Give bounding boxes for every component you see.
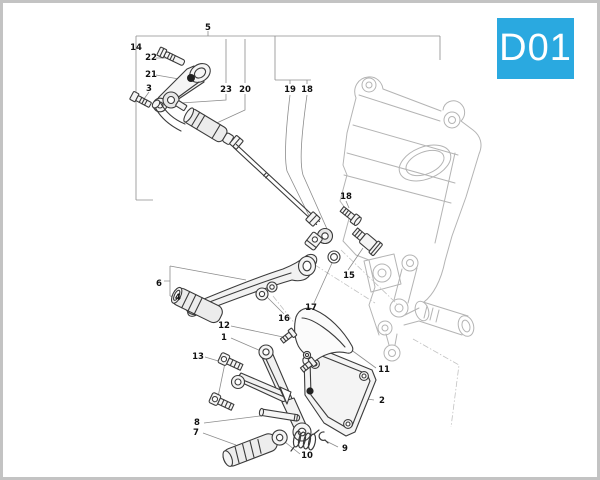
callout-8: 8 <box>194 418 200 428</box>
callout-22: 22 <box>145 53 157 63</box>
callout-2: 2 <box>379 396 385 406</box>
callout-5: 5 <box>205 23 211 33</box>
lever-pinch-bolt <box>156 46 186 66</box>
footrest-bracket <box>230 344 312 442</box>
washers <box>255 281 278 301</box>
callout-4: 4 <box>175 293 181 303</box>
callout-12: 12 <box>218 321 230 331</box>
page-code-badge: D01 <box>497 18 574 79</box>
footpeg-spring <box>290 429 320 452</box>
callout-7: 7 <box>193 428 199 438</box>
callout-19: 19 <box>284 85 296 95</box>
retaining-clip <box>318 431 329 444</box>
callout-11: 11 <box>378 365 390 375</box>
callout-13: 13 <box>192 352 204 362</box>
joint-bolt <box>129 91 152 108</box>
callout-6: 6 <box>156 279 162 289</box>
o-ring <box>327 250 341 264</box>
page-code-label: D01 <box>499 27 572 69</box>
callout-16: 16 <box>278 314 290 324</box>
callout-15: 15 <box>343 271 355 281</box>
alignment-lines <box>272 249 460 428</box>
frame-plate-reference <box>339 76 482 362</box>
bent-link-rod <box>151 99 186 132</box>
socket-head-bolts <box>208 352 244 411</box>
shoulder-bolt <box>351 227 383 256</box>
callout-9: 9 <box>342 444 348 454</box>
rocker-arm <box>185 231 323 317</box>
callout-1: 1 <box>221 333 227 343</box>
callout-14: 14 <box>130 43 142 53</box>
flange-bolt-upper <box>339 206 362 226</box>
footpeg-pivot-pin <box>258 407 301 422</box>
lever-rubber-tip <box>170 286 223 324</box>
callout-10: 10 <box>301 451 313 461</box>
callout-23: 23 <box>220 85 232 95</box>
callout-17: 17 <box>305 303 317 313</box>
callout-20: 20 <box>239 85 251 95</box>
ball-joint-upper <box>162 91 188 112</box>
callout-18: 18 <box>301 85 313 95</box>
flange-bolts-plate <box>279 327 318 373</box>
heel-guard <box>294 307 354 366</box>
callout-3: 3 <box>146 84 152 94</box>
footpeg <box>222 429 288 467</box>
jam-nut <box>229 135 244 150</box>
callout-18b: 18 <box>340 192 352 202</box>
rod-adjuster-boot <box>183 107 234 145</box>
callout-labels: 5 14 22 21 3 23 20 19 18 18 15 17 16 6 4… <box>130 23 390 461</box>
callout-21: 21 <box>145 70 157 80</box>
gear-change-rod <box>233 143 334 245</box>
exploded-parts-diagram: 5 14 22 21 3 23 20 19 18 18 15 17 16 6 4… <box>129 23 482 467</box>
